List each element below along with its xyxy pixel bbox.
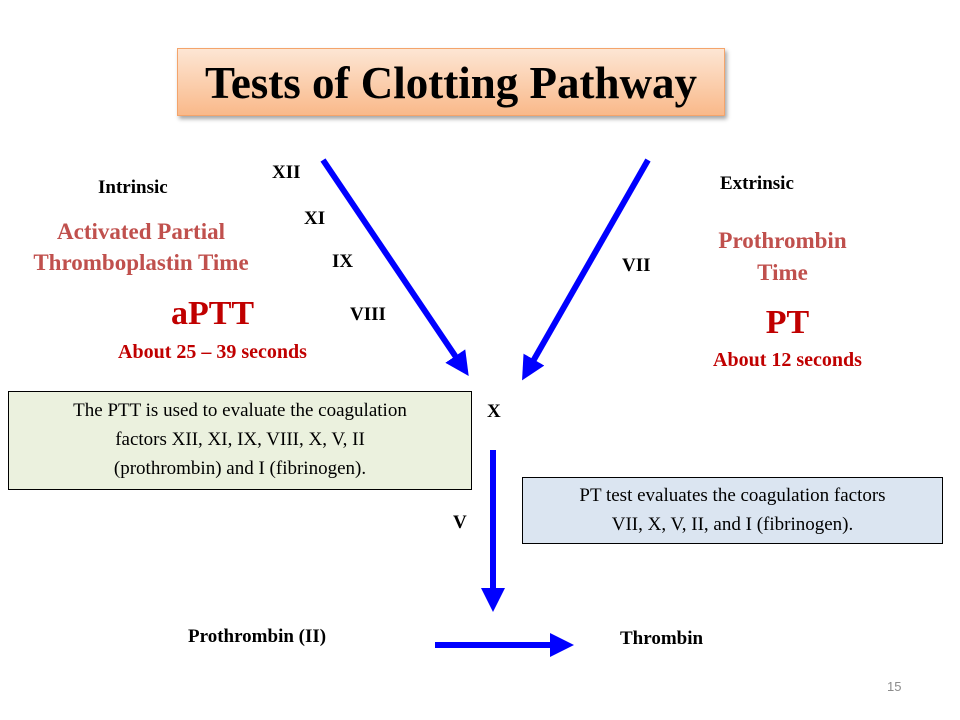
ptt-note-line3: (prothrombin) and I (fibrinogen). <box>113 458 367 479</box>
pt-duration: About 12 seconds <box>713 349 862 371</box>
factor-x: X <box>487 401 501 422</box>
intrinsic-label: Intrinsic <box>98 177 168 198</box>
aptt-name-line2: Thromboplastin Time <box>33 250 249 275</box>
pt-abbr: PT <box>765 304 810 341</box>
factor-viii: VIII <box>350 304 386 325</box>
pt-full-name: Prothrombin Time <box>690 225 875 289</box>
aptt-full-name: Activated Partial Thromboplastin Time <box>10 216 272 278</box>
aptt-duration: About 25 – 39 seconds <box>118 341 307 363</box>
factor-xii: XII <box>272 162 301 183</box>
pt-note-line1: PT test evaluates the coagulation factor… <box>579 485 886 506</box>
extrinsic-arrow <box>522 158 651 381</box>
intrinsic-arrow <box>320 158 469 376</box>
ptt-note-line2: factors XII, XI, IX, VIII, X, V, II <box>115 429 365 450</box>
factor-v: V <box>453 512 467 533</box>
factor-ix: IX <box>332 251 354 272</box>
page-number: 15 <box>887 679 902 694</box>
prothrombin-label: Prothrombin (II) <box>188 626 327 647</box>
ptt-note-line1: The PTT is used to evaluate the coagulat… <box>73 400 407 421</box>
thrombin-label: Thrombin <box>620 628 704 649</box>
factor-xi: XI <box>304 208 326 229</box>
aptt-abbr: aPTT <box>170 295 255 332</box>
ptt-note-box: The PTT is used to evaluate the coagulat… <box>8 391 472 490</box>
aptt-name-line1: Activated Partial <box>57 219 225 244</box>
slide-title: Tests of Clotting Pathway <box>177 48 725 116</box>
pt-note-line2: VII, X, V, II, and I (fibrinogen). <box>611 514 854 535</box>
extrinsic-label: Extrinsic <box>720 173 794 194</box>
factor-vii: VII <box>622 255 651 276</box>
pt-name-line2: Time <box>757 260 808 285</box>
pt-note-box: PT test evaluates the coagulation factor… <box>522 477 943 544</box>
pt-name-line1: Prothrombin <box>718 228 847 253</box>
